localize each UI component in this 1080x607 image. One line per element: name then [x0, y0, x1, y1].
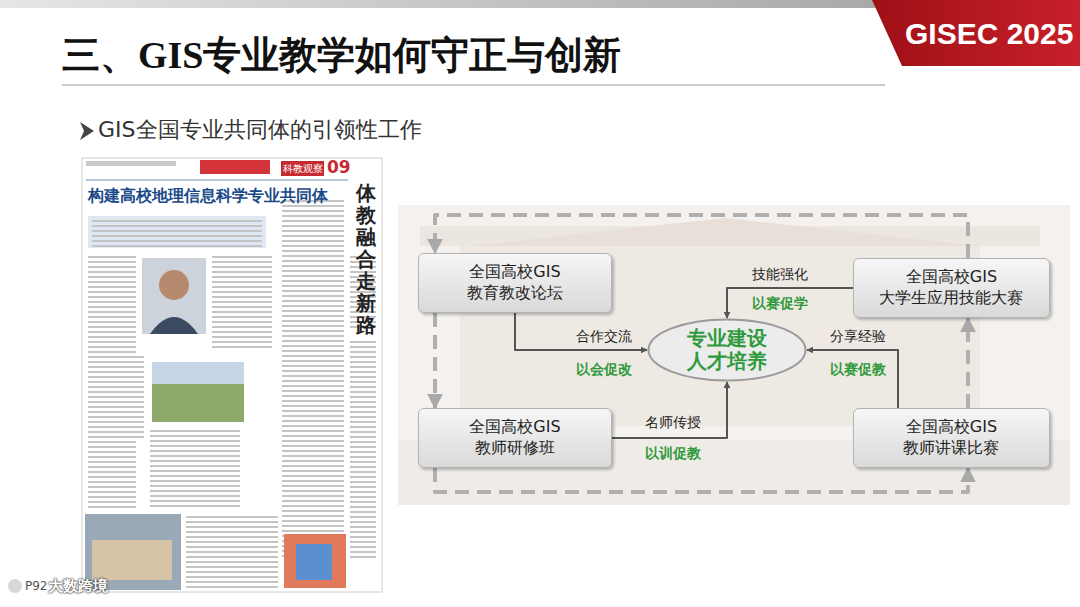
program-box: 全国高校GIS 教师讲课比赛 — [853, 408, 1050, 468]
program-box: 全国高校GIS 大学生应用技能大赛 — [853, 258, 1050, 318]
hub-text: 专业建设 人才培养 — [684, 327, 770, 373]
slogan-label: 以赛促学 — [752, 295, 808, 313]
slide-title: 三、GIS专业教学如何守正与创新 — [62, 30, 621, 81]
newspaper-headline: 构建高校地理信息科学专业共同体 — [88, 186, 328, 207]
section-subtitle: GIS全国专业共同体的引领性工作 — [98, 115, 422, 145]
program-box: 全国高校GIS 教师研修班 — [418, 408, 612, 468]
cycle-arrow — [966, 318, 970, 408]
watermark: 大数跨境 — [48, 577, 108, 596]
brand-label: GISEC 2025 — [905, 17, 1073, 51]
edge-label: 技能强化 — [752, 266, 808, 284]
box-text: 全国高校GIS 大学生应用技能大赛 — [876, 267, 1026, 309]
edge-label: 名师传授 — [645, 414, 701, 432]
flow-arrow — [807, 350, 898, 408]
box-text: 全国高校GIS 教师讲课比赛 — [876, 417, 1026, 459]
edge-label: 分享经验 — [830, 328, 886, 346]
page-number: 09 — [327, 157, 351, 177]
flow-arrow — [727, 288, 853, 318]
photo-background — [398, 205, 1070, 505]
newspaper-column: 科教观察 — [283, 162, 323, 176]
newspaper-illustration — [82, 158, 382, 592]
box-text: 全国高校GIS 教师研修班 — [440, 417, 590, 459]
slogan-label: 以训促教 — [645, 445, 701, 463]
program-box: 全国高校GIS 教育教改论坛 — [418, 253, 612, 313]
cycle-arrow — [435, 468, 968, 492]
cycle-arrow — [435, 215, 968, 258]
slogan-label: 以会促改 — [576, 361, 632, 379]
slogan-label: 以赛促教 — [830, 361, 886, 379]
slide-number: P92 — [25, 579, 48, 593]
box-text: 全国高校GIS 教育教改论坛 — [440, 262, 590, 304]
title-rule — [62, 85, 885, 86]
hub-ellipse: 专业建设 人才培养 — [647, 318, 807, 382]
watermark-logo — [7, 578, 23, 594]
bullet-arrow — [80, 122, 94, 140]
brand-band — [872, 0, 1080, 66]
cycle-arrow — [433, 313, 437, 408]
vertical-headline: 体教融合走新路 — [356, 182, 376, 336]
edge-label: 合作交流 — [576, 328, 632, 346]
flow-arrow — [612, 382, 727, 438]
flow-arrow — [515, 313, 647, 350]
